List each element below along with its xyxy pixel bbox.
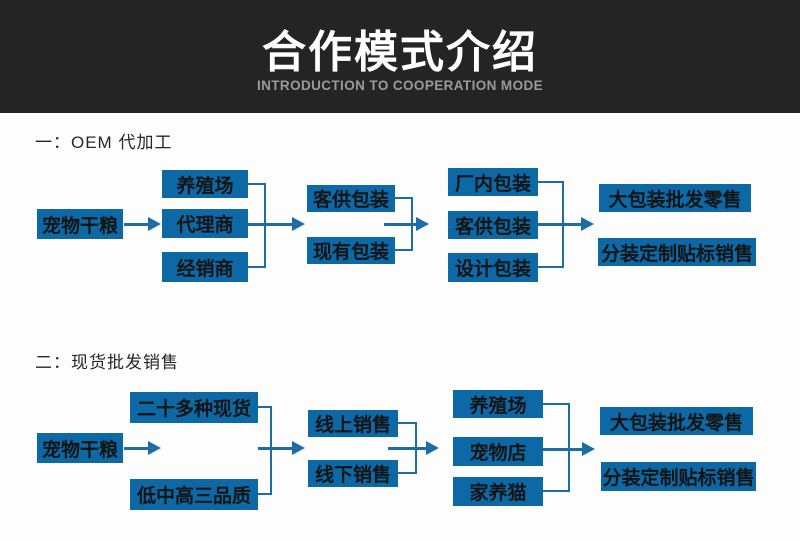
arrow-right-icon <box>292 441 305 455</box>
flow-line <box>248 183 266 185</box>
flow-line <box>270 406 272 495</box>
flow-line <box>538 181 564 183</box>
flow-line <box>258 447 294 450</box>
flow-line <box>248 266 266 268</box>
flow2-sales-channel-box: 线上销售 <box>308 410 398 437</box>
flow-line <box>248 223 294 226</box>
flow2-sales-mode-box: 分装定制贴标销售 <box>601 462 756 491</box>
flow1-packaging-option-box: 客供包装 <box>307 185 395 212</box>
section1-title: 一：OEM 代加工 <box>35 133 173 152</box>
flow-line <box>124 223 150 226</box>
flow1-sales-mode-box: 大包装批发零售 <box>599 184 751 212</box>
header-banner: 合作模式介绍 INTRODUCTION TO COOPERATION MODE <box>0 0 800 113</box>
flow-line <box>258 493 272 495</box>
flow1-channel-box: 养殖场 <box>162 170 248 198</box>
flow2-customer-box: 宠物店 <box>453 437 543 466</box>
flow-line <box>538 266 564 268</box>
flow-line <box>538 223 583 226</box>
arrow-right-icon <box>416 217 429 231</box>
flow2-product-box: 二十多种现货 <box>130 392 258 423</box>
flow2-product-box: 低中高三品质 <box>130 479 258 510</box>
flow2-customer-box: 家养猫 <box>453 477 543 506</box>
flow-line <box>398 422 417 424</box>
arrow-right-icon <box>582 442 595 456</box>
flow1-channel-box: 代理商 <box>162 209 248 238</box>
flow2-sales-mode-box: 大包装批发零售 <box>600 407 753 435</box>
flow-line <box>568 403 570 492</box>
flow-line <box>395 249 413 251</box>
flow-line <box>398 472 417 474</box>
flow2-source-box: 宠物干粮 <box>37 433 123 463</box>
flow-line <box>258 406 272 408</box>
flow-line <box>395 197 413 199</box>
page-title: 合作模式介绍 <box>262 28 538 77</box>
flow-line <box>543 490 570 492</box>
flow1-sales-mode-box: 分装定制贴标销售 <box>598 238 756 266</box>
flow1-channel-box: 经销商 <box>162 252 248 282</box>
flow-line <box>543 403 570 405</box>
flow-line <box>124 447 150 450</box>
arrow-right-icon <box>148 441 161 455</box>
arrow-right-icon <box>581 217 594 231</box>
arrow-right-icon <box>292 217 305 231</box>
flow1-packaging-type-box: 厂内包装 <box>448 168 538 196</box>
page-subtitle: INTRODUCTION TO COOPERATION MODE <box>256 78 544 93</box>
flow1-packaging-option-box: 现有包装 <box>307 237 395 264</box>
arrow-right-icon <box>426 441 439 455</box>
section2-title: 二：现货批发销售 <box>35 353 179 372</box>
flow-line <box>384 223 418 226</box>
flow1-packaging-type-box: 设计包装 <box>448 253 538 282</box>
flow-line <box>543 448 584 451</box>
flow1-source-box: 宠物干粮 <box>37 209 123 239</box>
flow2-sales-channel-box: 线下销售 <box>308 460 398 487</box>
flow-line <box>388 447 428 450</box>
flow2-customer-box: 养殖场 <box>453 390 543 418</box>
arrow-right-icon <box>148 217 161 231</box>
flow1-packaging-type-box: 客供包装 <box>448 211 538 239</box>
